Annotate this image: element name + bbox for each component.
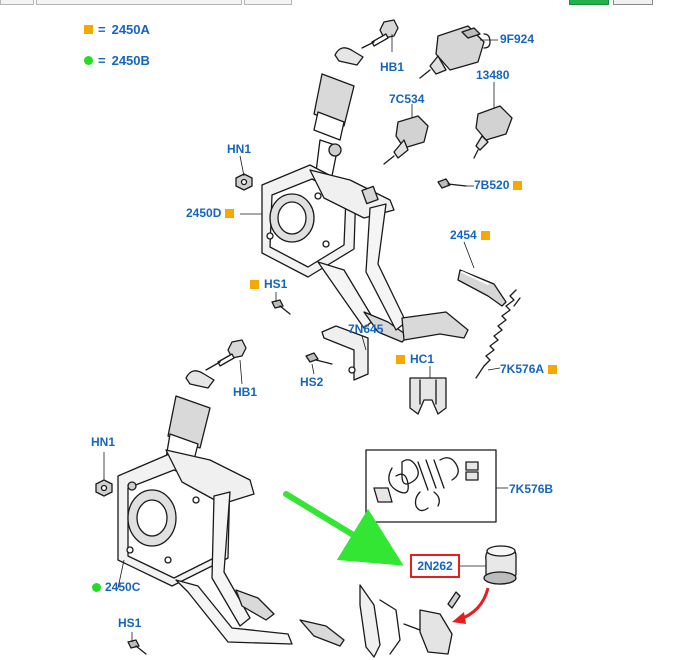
toolbar-field-2[interactable] [36,0,242,5]
pedal-box-upper [261,164,395,278]
grommet-2n262 [483,545,517,585]
legend-code: 2450A [111,22,150,37]
label-text: 2450C [105,580,141,594]
label-7k576a: 7K576A [500,362,558,376]
label-hs1-lower: HS1 [118,616,141,630]
master-cylinder-upper [313,47,364,177]
screw-hs2 [305,352,333,365]
label-text: HN1 [227,142,252,156]
label-2450c: 2450C [92,580,140,594]
green-dot-marker [84,56,93,65]
label-text: HC1 [410,352,435,366]
label-2454: 2454 [450,228,490,242]
green-dot-marker [92,582,101,592]
pedal-pad-2454 [457,269,507,307]
orange-square-marker [548,364,558,374]
bolt-hb1-lower [205,339,247,371]
toolbar-field-3[interactable] [244,0,292,5]
screw-hs1-top [271,299,291,315]
label-text: HB1 [380,60,405,74]
bolt-hb1-top [361,19,399,49]
label-hs1-top: HS1 [250,277,287,291]
label-hn1-top: HN1 [227,142,251,156]
label-9f924: 9F924 [500,32,534,46]
pedal-box-lower [117,449,255,587]
toolbar-strip [0,0,686,6]
label-hs2: HS2 [300,375,323,389]
orange-square-marker [396,354,405,364]
legend-eq: = [98,22,106,37]
legend-eq: = [98,53,106,68]
toolbar-grey-button[interactable] [613,0,653,5]
spring-kit-7k576b [365,449,497,523]
clip-hc1 [409,377,447,415]
label-text: 13480 [476,68,510,82]
legend-2450a: = 2450A [84,22,150,37]
toolbar-green-button[interactable] [569,0,609,5]
orange-square-marker [480,230,490,240]
label-text: 7K576A [500,362,545,376]
pedal-lever-lower-a [211,491,275,627]
label-text: HS1 [264,277,288,291]
green-pointer-arrow [283,491,404,566]
label-hn1-lower: HN1 [91,435,115,449]
label-text: 2N262 [417,559,453,573]
label-2450d: 2450D [186,206,235,220]
bracket-7n645 [321,325,369,381]
label-text: 9F924 [500,32,535,46]
label-hb1-top: HB1 [380,60,404,74]
label-13480: 13480 [476,68,509,82]
label-7k576b: 7K576B [509,482,553,496]
legend-code: 2450B [111,53,150,68]
spring-7k576a [475,289,521,379]
label-text: 2450D [186,206,222,220]
red-curved-arrow [452,587,490,624]
orange-square-marker [84,25,93,34]
label-text: 7B520 [474,178,510,192]
screw-hs1-lower [127,639,147,655]
label-text: HN1 [91,435,116,449]
label-hb1-lower: HB1 [233,385,257,399]
legend-2450b: = 2450B [84,53,150,68]
label-text: HS2 [300,375,324,389]
pedal-lever-lower-b [175,579,345,647]
orange-square-marker [225,208,235,218]
highlight-box-2n262: 2N262 [410,554,460,578]
label-text: 7N645 [348,322,384,336]
label-text: 7K576B [509,482,554,496]
label-text: HS1 [118,616,142,630]
orange-square-marker [513,180,523,190]
label-7n645: 7N645 [348,322,383,336]
label-7b520: 7B520 [474,178,523,192]
pedal-lever-upper-b [365,203,469,341]
label-text: HB1 [233,385,258,399]
label-text: 7C534 [389,92,425,106]
orange-square-marker [250,279,259,289]
toolbar-field-1[interactable] [0,0,34,5]
screw-7b520 [437,178,467,189]
nut-hn1-top [235,173,253,191]
label-text: 2454 [450,228,477,242]
nut-hn1-lower [95,479,113,497]
switch-9f924 [419,25,491,79]
label-7c534: 7C534 [389,92,424,106]
switch-13480 [473,105,513,159]
detail-partial-bottom [359,584,461,658]
switch-7c534 [383,115,429,165]
label-hc1: HC1 [396,352,434,366]
